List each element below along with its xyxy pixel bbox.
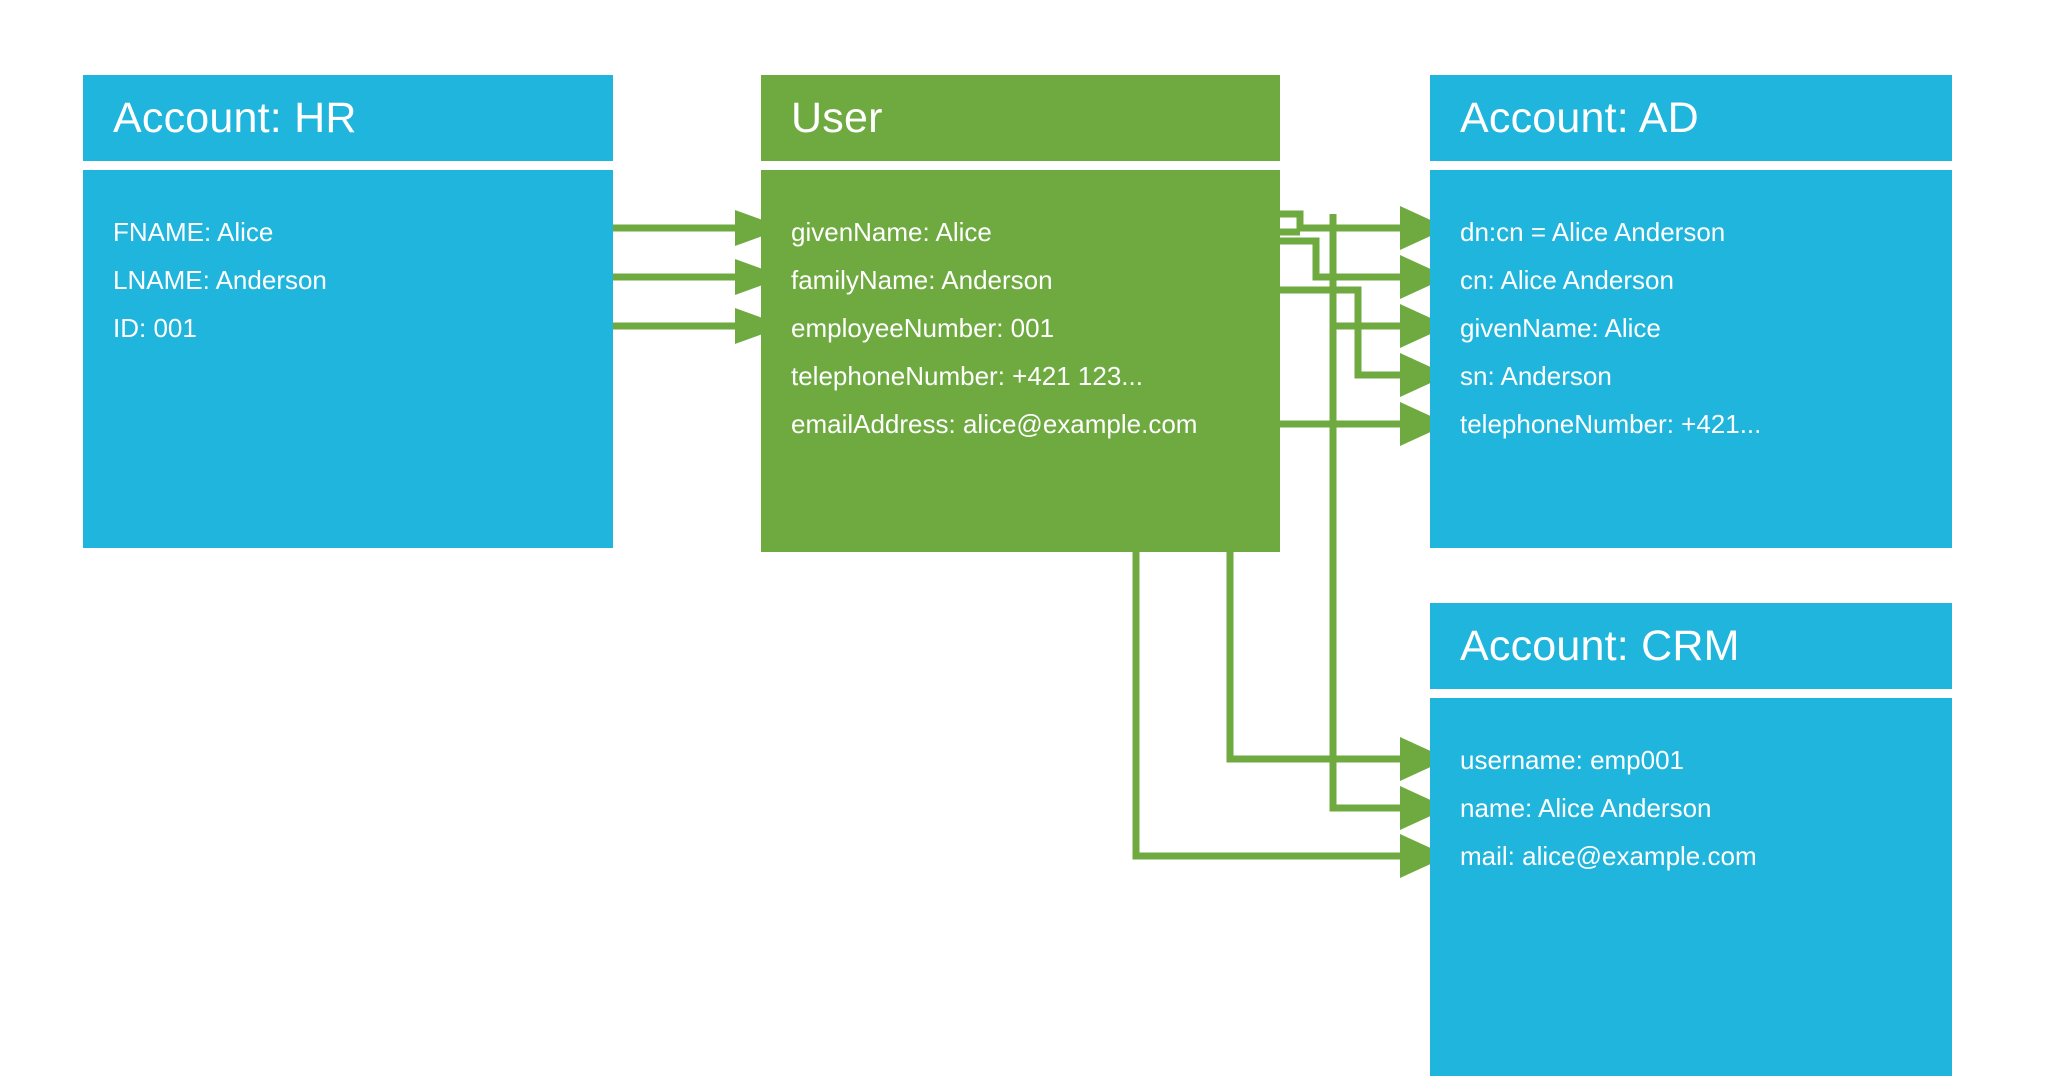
field-ad-givenname: givenName: Alice xyxy=(1460,313,1661,343)
field-crm-username: username: emp001 xyxy=(1460,745,1685,775)
card-body-ad: dn:cn = Alice Anderson cn: Alice Anderso… xyxy=(1430,170,1952,548)
field-user-employeenumber: employeeNumber: 001 xyxy=(791,313,1055,343)
card-title-hr: Account: HR xyxy=(83,75,613,161)
card-title-user: User xyxy=(761,75,1280,161)
field-user-givenname: givenName: Alice xyxy=(791,217,992,247)
card-body-user: givenName: Alice familyName: Anderson em… xyxy=(761,170,1280,552)
field-ad-sn: sn: Anderson xyxy=(1460,361,1612,391)
field-hr-id: ID: 001 xyxy=(113,313,197,343)
field-ad-cn: cn: Alice Anderson xyxy=(1460,265,1674,295)
field-user-telephonenumber: telephoneNumber: +421 123... xyxy=(791,361,1143,391)
card-body-crm: username: emp001 name: Alice Anderson ma… xyxy=(1430,698,1952,1076)
card-title-ad: Account: AD xyxy=(1430,75,1952,161)
card-body-hr: FNAME: Alice LNAME: Anderson ID: 001 xyxy=(83,170,613,548)
field-user-emailaddress: emailAddress: alice@example.com xyxy=(791,409,1198,439)
field-crm-mail: mail: alice@example.com xyxy=(1460,841,1757,871)
card-title-crm: Account: CRM xyxy=(1430,603,1952,689)
field-crm-name: name: Alice Anderson xyxy=(1460,793,1712,823)
field-ad-dncn: dn:cn = Alice Anderson xyxy=(1460,217,1726,247)
field-ad-telephonenumber: telephoneNumber: +421... xyxy=(1460,409,1762,439)
field-hr-fname: FNAME: Alice xyxy=(113,217,274,247)
field-hr-lname: LNAME: Anderson xyxy=(113,265,327,295)
field-user-familyname: familyName: Anderson xyxy=(791,265,1053,295)
